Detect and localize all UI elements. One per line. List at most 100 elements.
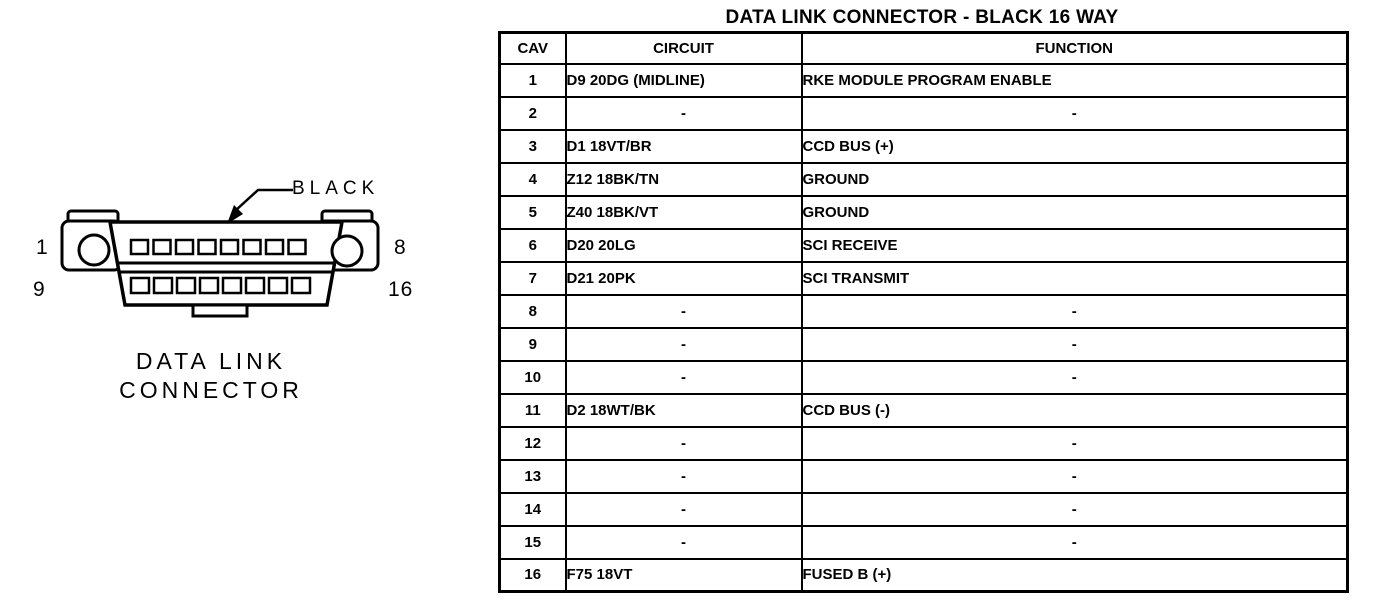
pin-slot bbox=[267, 276, 289, 295]
function-cell: GROUND bbox=[800, 161, 1349, 197]
circuit-cell: D9 20DG (MIDLINE) bbox=[564, 62, 803, 98]
connector-diagram: BLACK 1 8 9 16 DATA LINK CONNECTOR bbox=[0, 0, 470, 614]
function-cell: - bbox=[800, 326, 1349, 362]
table-row: 12-- bbox=[498, 425, 1349, 461]
pin-slot bbox=[197, 238, 217, 256]
function-cell: - bbox=[800, 458, 1349, 494]
circuit-cell: - bbox=[564, 524, 803, 560]
col-header-circuit: CIRCUIT bbox=[564, 31, 803, 65]
circuit-cell: D20 20LG bbox=[564, 227, 803, 263]
pin-slot bbox=[290, 276, 312, 295]
table-row: 8-- bbox=[498, 293, 1349, 329]
cav-cell: 16 bbox=[498, 557, 567, 593]
circuit-cell: - bbox=[564, 425, 803, 461]
function-cell: SCI RECEIVE bbox=[800, 227, 1349, 263]
left-mounting-hole-icon bbox=[77, 233, 111, 267]
pin-label-1: 1 bbox=[36, 236, 49, 259]
leader-line bbox=[234, 188, 293, 212]
circuit-cell: D21 20PK bbox=[564, 260, 803, 296]
top-pin-row bbox=[129, 238, 307, 256]
cav-cell: 12 bbox=[498, 425, 567, 461]
data-link-connector-drawing bbox=[60, 188, 380, 318]
circuit-cell: F75 18VT bbox=[564, 557, 803, 593]
col-header-function: FUNCTION bbox=[800, 31, 1349, 65]
cav-cell: 10 bbox=[498, 359, 567, 395]
connector-color-label: BLACK bbox=[292, 178, 380, 199]
pin-slot bbox=[287, 238, 307, 256]
table-row: 15-- bbox=[498, 524, 1349, 560]
function-cell: CCD BUS (-) bbox=[800, 392, 1349, 428]
pin-slot bbox=[129, 238, 150, 256]
cav-cell: 4 bbox=[498, 161, 567, 197]
cav-cell: 5 bbox=[498, 194, 567, 230]
circuit-cell: Z40 18BK/VT bbox=[564, 194, 803, 230]
function-cell: FUSED B (+) bbox=[800, 557, 1349, 593]
function-cell: - bbox=[800, 293, 1349, 329]
header-row: CAV CIRCUIT FUNCTION bbox=[498, 31, 1349, 65]
function-cell: GROUND bbox=[800, 194, 1349, 230]
cav-cell: 9 bbox=[498, 326, 567, 362]
caption-line-2: CONNECTOR bbox=[119, 377, 303, 403]
function-cell: - bbox=[800, 359, 1349, 395]
diagram-caption: DATA LINK CONNECTOR bbox=[85, 347, 337, 405]
bottom-tab bbox=[191, 303, 249, 318]
table-row: 10-- bbox=[498, 359, 1349, 395]
col-header-cav: CAV bbox=[498, 31, 567, 65]
pin-slot bbox=[152, 276, 174, 295]
pin-slot bbox=[174, 238, 195, 256]
circuit-cell: - bbox=[564, 491, 803, 527]
function-cell: RKE MODULE PROGRAM ENABLE bbox=[800, 62, 1349, 98]
pin-slot bbox=[129, 276, 151, 295]
pin-slot bbox=[152, 238, 172, 256]
pin-label-9: 9 bbox=[33, 278, 46, 301]
circuit-cell: - bbox=[564, 293, 803, 329]
cav-cell: 2 bbox=[498, 95, 567, 131]
right-mounting-hole-icon bbox=[330, 234, 364, 268]
function-cell: - bbox=[800, 425, 1349, 461]
cav-cell: 3 bbox=[498, 128, 567, 164]
bottom-pin-row bbox=[129, 276, 312, 295]
function-cell: - bbox=[800, 524, 1349, 560]
cav-cell: 7 bbox=[498, 260, 567, 296]
function-cell: SCI TRANSMIT bbox=[800, 260, 1349, 296]
cav-cell: 1 bbox=[498, 62, 567, 98]
table-row: 14-- bbox=[498, 491, 1349, 527]
circuit-cell: - bbox=[564, 359, 803, 395]
pin-slot bbox=[221, 276, 243, 295]
function-cell: - bbox=[800, 491, 1349, 527]
cav-cell: 13 bbox=[498, 458, 567, 494]
circuit-cell: Z12 18BK/TN bbox=[564, 161, 803, 197]
circuit-cell: - bbox=[564, 95, 803, 131]
cav-cell: 11 bbox=[498, 392, 567, 428]
table-row: 2-- bbox=[498, 95, 1349, 131]
caption-line-1: DATA LINK bbox=[135, 348, 287, 374]
pin-label-16: 16 bbox=[388, 278, 414, 301]
table-row: 9-- bbox=[498, 326, 1349, 362]
pin-slot bbox=[198, 276, 220, 295]
pin-slot bbox=[219, 238, 240, 256]
circuit-cell: D2 18WT/BK bbox=[564, 392, 803, 428]
arrowhead-icon bbox=[227, 205, 243, 224]
pin-slot bbox=[244, 276, 266, 295]
function-cell: - bbox=[800, 95, 1349, 131]
pin-slot bbox=[242, 238, 262, 256]
circuit-cell: D1 18VT/BR bbox=[564, 128, 803, 164]
pin-slot bbox=[264, 238, 285, 256]
function-cell: CCD BUS (+) bbox=[800, 128, 1349, 164]
table-title: DATA LINK CONNECTOR - BLACK 16 WAY bbox=[725, 7, 1119, 28]
cav-cell: 14 bbox=[498, 491, 567, 527]
table-row: 13-- bbox=[498, 458, 1349, 494]
pin-label-8: 8 bbox=[394, 236, 407, 259]
cav-cell: 6 bbox=[498, 227, 567, 263]
pin-slot bbox=[175, 276, 197, 295]
